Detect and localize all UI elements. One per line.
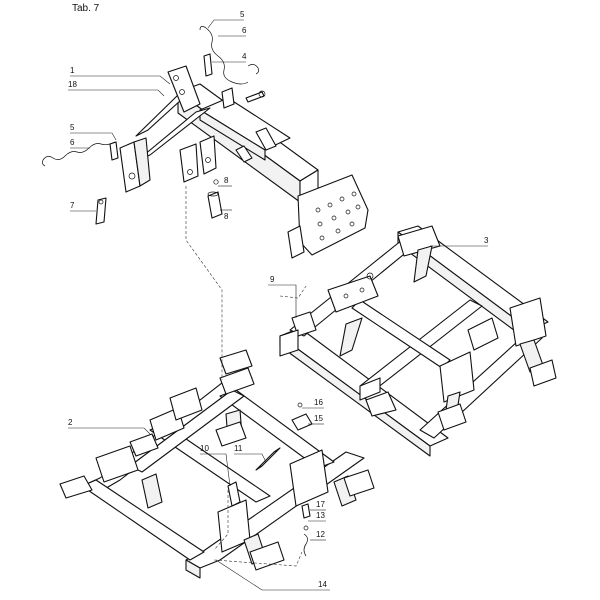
pivot-pin [207, 191, 223, 219]
svg-text:15: 15 [314, 414, 323, 423]
callout-10: 10 [200, 444, 231, 487]
svg-text:5: 5 [240, 10, 245, 19]
callout-5-top: 5 [207, 10, 245, 29]
front-frame-left [59, 349, 375, 579]
top-hitch-bracket [167, 65, 201, 113]
main-beam-assembly [95, 53, 369, 259]
safety-chain-top [199, 26, 260, 85]
callout-6-left: 6 [70, 138, 90, 149]
callout-17: 17 [310, 500, 326, 511]
svg-text:3: 3 [484, 236, 489, 245]
bolt-11 [255, 447, 281, 471]
callout-12: 12 [310, 530, 326, 541]
arm-clevis [179, 143, 199, 183]
frame-arm-lower [137, 107, 211, 161]
clamp-plate [327, 275, 379, 313]
chain-pin-left [109, 141, 119, 161]
callout-8-lower: 8 [220, 209, 232, 221]
callout-4: 4 [212, 52, 247, 63]
tine-holder-front [95, 445, 139, 483]
svg-text:8: 8 [224, 212, 229, 221]
svg-text:10: 10 [200, 444, 209, 453]
svg-text:1: 1 [70, 66, 75, 75]
rear-frame-right [279, 225, 557, 457]
chain-pin-top [203, 53, 213, 77]
washer-13 [303, 525, 309, 531]
callout-3: 3 [430, 236, 489, 247]
svg-text:17: 17 [316, 500, 325, 509]
callout-13: 13 [308, 511, 326, 522]
mounting-plate-holes [315, 191, 361, 241]
rear-frame-plate [439, 351, 475, 403]
beam-lug [221, 87, 235, 109]
svg-text:18: 18 [68, 80, 77, 89]
front-frame-side-left [81, 479, 205, 561]
assembly-lines [185, 186, 307, 567]
bushing-10 [227, 481, 241, 507]
plate-lug [287, 225, 305, 259]
svg-text:12: 12 [316, 530, 325, 539]
svg-text:5: 5 [70, 123, 75, 132]
callout-1: 1 [70, 66, 171, 85]
nut-16 [297, 402, 303, 408]
washer-15 [291, 413, 313, 431]
callout-7: 7 [70, 201, 96, 212]
nut-17 [301, 503, 311, 519]
svg-text:8: 8 [224, 176, 229, 185]
callout-18: 18 [68, 80, 165, 97]
svg-text:14: 14 [318, 580, 327, 589]
callout-5-left: 5 [70, 123, 117, 141]
callout-15: 15 [308, 414, 324, 425]
callout-2: 2 [68, 418, 151, 435]
svg-text:16: 16 [314, 398, 323, 407]
svg-text:4: 4 [242, 52, 247, 61]
svg-text:2: 2 [68, 418, 73, 427]
callout-9: 9 [268, 275, 297, 318]
small-hardware [227, 402, 313, 557]
svg-text:11: 11 [234, 444, 243, 453]
svg-text:6: 6 [70, 138, 75, 147]
callout-8-upper: 8 [218, 176, 232, 187]
svg-text:13: 13 [316, 511, 325, 520]
lock-pin [95, 197, 107, 225]
callout-6-top: 6 [218, 26, 247, 37]
callout-11: 11 [234, 444, 267, 463]
arm-clevis-2 [199, 135, 217, 175]
front-frame-plate-right [289, 449, 329, 507]
clip-12 [303, 533, 308, 557]
table-title: Tab. 7 [72, 3, 100, 14]
front-frame-mid-beam [149, 423, 271, 503]
svg-text:7: 7 [70, 201, 75, 210]
svg-text:6: 6 [242, 26, 247, 35]
safety-chain-left [41, 141, 116, 167]
callout-16: 16 [302, 398, 324, 409]
svg-text:9: 9 [270, 275, 275, 284]
callout-14: 14 [215, 559, 330, 591]
